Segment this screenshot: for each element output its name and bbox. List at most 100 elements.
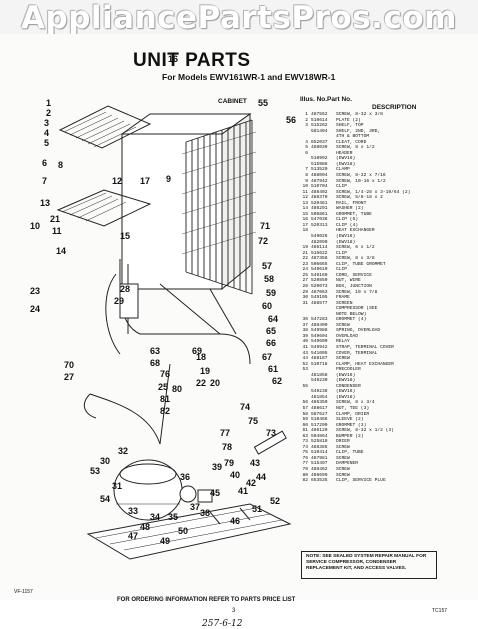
part-number: 510704: [311, 184, 328, 190]
callout-number: 32: [118, 446, 128, 456]
col-header-part: Part No.: [327, 96, 352, 103]
part-description: SCREW: [336, 467, 350, 472]
part-description: NUT, TEE (3): [336, 405, 370, 411]
callout-number: 24: [30, 304, 40, 314]
callout-number: 56: [286, 115, 296, 125]
part-description: DAMPENER: [336, 461, 359, 467]
callout-number: 65: [266, 326, 276, 336]
part-number: 549238: [311, 389, 328, 395]
illus-number: 18: [302, 228, 308, 234]
part-description: (EWV16): [336, 372, 356, 378]
part-description: RAIL, FRONT: [336, 200, 367, 206]
callout-number: 40: [230, 470, 240, 480]
part-number: 488039: [311, 145, 328, 151]
illus-number: 41: [302, 344, 308, 350]
part-description: SCREW, 10 x 7/8: [336, 289, 378, 295]
callout-number: 49: [160, 536, 170, 546]
drier-drawing: [253, 430, 287, 455]
part-number: 486350: [311, 400, 328, 406]
illus-number: 4: [305, 139, 308, 145]
part-description: (EWV16): [336, 389, 356, 395]
page-number: 3: [232, 608, 236, 614]
part-description: SCREW: [336, 356, 350, 362]
part-number: 549988: [311, 328, 328, 334]
parts-table-row: 510992(EWV16): [298, 156, 474, 162]
part-number: 549600: [311, 339, 328, 345]
part-number: 510992: [311, 156, 328, 162]
callout-number: 10: [30, 221, 40, 231]
illus-number: 21: [302, 250, 308, 256]
relay-overload-drawing: [179, 485, 213, 503]
callout-number: 43: [250, 458, 260, 468]
part-description: CLIP (5): [336, 217, 359, 223]
part-description: SCREW, 10-16 x 1/2: [336, 178, 386, 184]
part-number: 549942: [311, 344, 328, 350]
part-number: 488385: [311, 444, 328, 450]
handwritten-note: 257-6-12: [202, 619, 243, 629]
part-number: 525819: [311, 439, 328, 445]
part-description: SLEEVE (2): [336, 417, 364, 423]
parts-table-row: 481854(EWV18): [298, 395, 474, 401]
callout-number: 61: [268, 364, 278, 374]
callout-number: 45: [210, 488, 220, 498]
part-description: GROMMET, TUBE: [336, 211, 372, 217]
illus-number: 36: [302, 317, 308, 323]
illus-number: 8: [305, 173, 308, 179]
illus-number: 2: [305, 117, 308, 123]
callout-number: 15: [120, 231, 130, 241]
callout-number: 1: [46, 98, 51, 108]
callout-number: 44: [256, 472, 266, 482]
callout-number: 9: [166, 174, 171, 184]
illus-number: 6: [305, 150, 308, 156]
illus-number: 75: [302, 450, 308, 456]
illus-number: 25: [302, 272, 308, 278]
callout-number: 25: [158, 382, 168, 392]
part-number: 581404: [311, 128, 328, 134]
illus-number: 17: [302, 222, 308, 228]
illus-number: 11: [302, 189, 308, 195]
callout-number: 37: [190, 502, 200, 512]
part-description: SHELF, TOP: [336, 123, 364, 129]
illus-number: 40: [302, 339, 308, 345]
callout-number: 80: [172, 384, 182, 394]
part-description: SCREW, 8 x 1/2: [336, 145, 375, 151]
part-number: 520073: [311, 283, 328, 289]
callout-number: 22: [196, 378, 206, 388]
part-number: 504864: [311, 433, 328, 439]
part-description: SCREEN: [336, 300, 353, 306]
illus-number: 63: [302, 433, 308, 439]
illus-number: 78: [302, 467, 308, 472]
part-number: 482090: [311, 239, 328, 245]
illus-number: 77: [302, 461, 308, 467]
site-title[interactable]: AppliancePartsPros.com: [21, 0, 457, 36]
part-number: 487562: [311, 112, 328, 117]
part-number: 488370: [311, 195, 328, 201]
part-description: CLIP, SERVICE PLUG: [336, 478, 386, 484]
callout-number: 42: [246, 478, 256, 488]
callout-number: 62: [272, 376, 282, 386]
callout-number: 19: [200, 366, 210, 376]
callout-number: 17: [140, 176, 150, 186]
callout-number: 46: [230, 516, 240, 526]
condenser-coil-drawing: [181, 119, 257, 295]
part-description: CLIP: [336, 184, 348, 190]
part-description: SCREW, 8-32 x 7/16: [336, 173, 386, 179]
